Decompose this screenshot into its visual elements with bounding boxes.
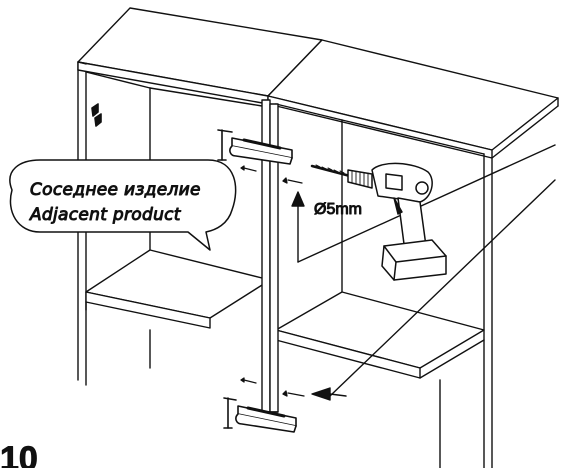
drill-icon: [310, 162, 447, 281]
joining-panels: [261, 99, 279, 413]
left-cabinet: [77, 7, 323, 386]
clamp-icon: [217, 129, 293, 165]
callout-label-ru: Соседнее изделие: [30, 180, 201, 200]
clamp-icon: [223, 397, 297, 433]
callout-bubble: Соседнее изделие Adjacent product: [9, 159, 237, 251]
screw-icon: [240, 165, 305, 397]
callout-label-en: Adjacent product: [29, 205, 182, 225]
hinge-mark-icon: [91, 103, 102, 127]
drill-bit-size-label: Ø5mm: [314, 201, 362, 218]
arrow-icon: [291, 144, 556, 401]
step-number: 10: [0, 440, 38, 468]
